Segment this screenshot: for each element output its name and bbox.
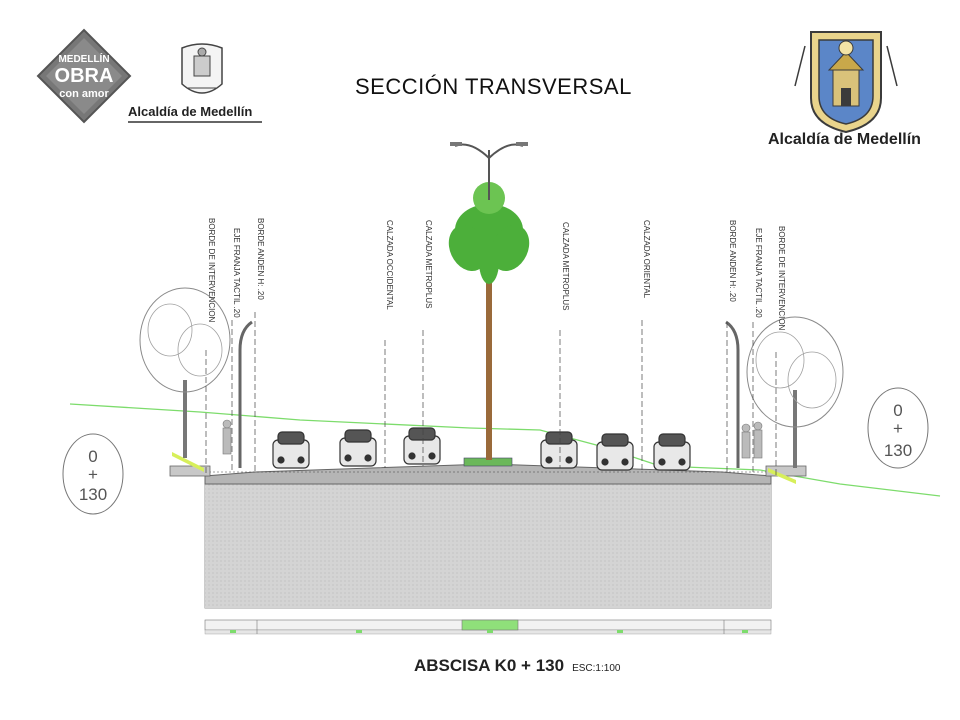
label-borde-intervencion-right: BORDE DE INTERVENCION [777, 226, 786, 331]
station-left-bottom: 130 [79, 485, 107, 504]
logo-line-con-amor: con amor [59, 88, 109, 100]
reference-lines [205, 312, 777, 476]
label-eje-franja-tactil-left: EJE FRANJA TACTIL .20 [232, 228, 241, 318]
palm-trunk [486, 280, 492, 460]
street-light-icon [454, 143, 524, 200]
station-left-top: 0 [88, 447, 97, 466]
page-title: SECCIÓN TRANSVERSAL [355, 74, 632, 99]
label-calzada-oriental: CALZADA ORIENTAL [642, 220, 651, 299]
label-borde-intervencion-left: BORDE DE INTERVENCION [207, 218, 216, 323]
station-right-top: 0 [893, 401, 902, 420]
station-left-mid: + [88, 465, 98, 484]
alcaldia-caption-left: Alcaldía de Medellín [128, 104, 253, 119]
logo-line-medellin: MEDELLÍN [58, 52, 109, 65]
station-marker-right: 0 + 130 [867, 387, 929, 469]
medellin-obra-logo: MEDELLÍN OBRA con amor [36, 28, 262, 124]
abscisa-label: ABSCISA K0 + 130 ESC:1:100 [414, 656, 620, 676]
car-icon [272, 427, 691, 471]
station-marker-left: 0 + 130 [62, 433, 124, 515]
coat-of-arms-small-icon [181, 43, 223, 94]
label-calzada-metroplus-left: CALZADA METROPLUS [424, 220, 433, 308]
coat-of-arms-icon [794, 31, 898, 134]
tree-left-icon [139, 287, 231, 458]
label-borde-anden-right: BORDE ANDEN H: .20 [728, 220, 737, 302]
alcaldia-caption-right: Alcaldía de Medellín [768, 131, 921, 148]
pole-right-icon [725, 320, 740, 468]
logo-line-obra: OBRA [55, 65, 114, 87]
label-calzada-metroplus-right: CALZADA METROPLUS [561, 222, 570, 310]
tree-right-icon [746, 316, 844, 468]
abscisa-text: ABSCISA K0 + 130 [414, 656, 565, 675]
pole-left-icon [238, 320, 253, 468]
label-calzada-occidental: CALZADA OCCIDENTAL [385, 220, 394, 310]
sidewalk-left [169, 465, 211, 477]
pedestrian-icon [222, 419, 763, 459]
label-borde-anden-left: BORDE ANDEN H: .20 [256, 218, 265, 300]
station-right-mid: + [893, 419, 903, 438]
scale-text: ESC:1:100 [572, 663, 621, 674]
label-eje-franja-tactil-right: EJE FRANJA TACTIL .20 [754, 228, 763, 318]
palm-tree-icon [448, 182, 530, 284]
station-right-bottom: 130 [884, 441, 912, 460]
dimension-band [204, 619, 772, 635]
